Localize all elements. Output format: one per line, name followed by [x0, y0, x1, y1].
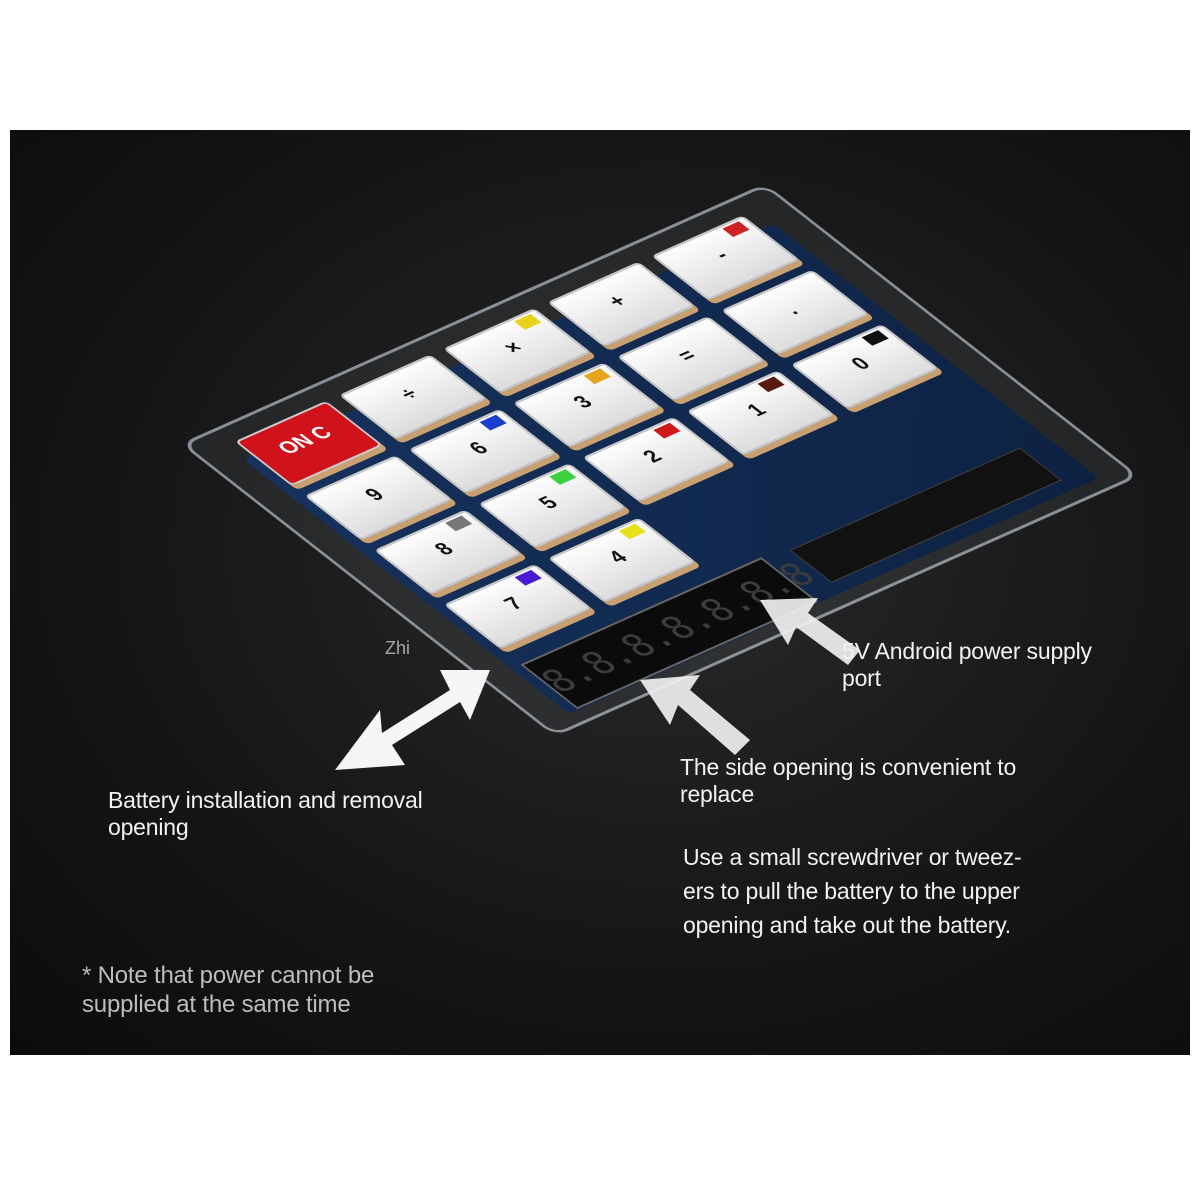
caption-line: opening and take out the battery. [683, 912, 1012, 938]
caption-line: opening [108, 814, 189, 840]
caption-line: Battery installation and removal [108, 787, 423, 813]
caption-line: replace [680, 781, 755, 807]
battery-opening-caption: Battery installation and removal opening [108, 787, 423, 841]
caption-line: port [842, 665, 881, 691]
arrow-icon [760, 598, 860, 665]
watermark: Zhi [385, 638, 411, 658]
instructions-caption: Use a small screwdriver or tweez- ers to… [683, 840, 1022, 942]
caption-line: ers to pull the battery to the upper [683, 878, 1020, 904]
arrow-icon [640, 675, 750, 755]
caption-line: supplied at the same time [82, 991, 351, 1018]
power-port-caption: 5V Android power supply port [842, 638, 1092, 692]
note-caption: * Note that power cannot be supplied at … [82, 961, 374, 1019]
caption-line: 5V Android power supply [842, 638, 1092, 664]
side-opening-caption: The side opening is convenient to replac… [680, 754, 1016, 808]
double-arrow-icon [335, 670, 490, 770]
caption-line: The side opening is convenient to [680, 754, 1017, 780]
caption-line: * Note that power cannot be [82, 962, 375, 989]
arrows-layer [335, 598, 860, 770]
caption-line: Use a small screwdriver or tweez- [683, 844, 1022, 870]
